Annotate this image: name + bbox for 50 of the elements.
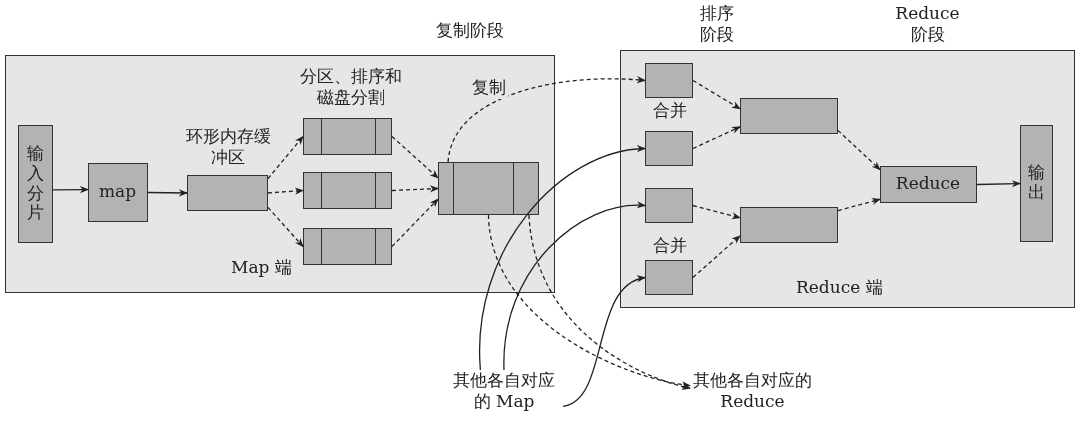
arrow <box>837 129 881 171</box>
step-label: 环形内存缓冲区 <box>185 126 271 169</box>
arrow <box>147 189 188 197</box>
input-box: 输入分片 <box>17 124 53 243</box>
arrow <box>503 202 646 371</box>
buffer-box <box>186 174 268 211</box>
merged-box <box>739 206 838 243</box>
panel-caption: Reduce 端 <box>796 276 883 299</box>
arrow <box>267 135 304 180</box>
edge-label: 复制 <box>470 76 508 99</box>
stage-panel <box>5 55 555 293</box>
source-label: 其他各自对应的 Map <box>445 370 563 422</box>
merge-box <box>644 62 693 98</box>
panel-caption: Map 端 <box>231 256 292 279</box>
arrow <box>391 135 439 179</box>
arrow <box>267 206 304 248</box>
arrow <box>391 185 439 193</box>
arrow <box>52 186 89 194</box>
arrow <box>692 79 741 110</box>
stage-heading: 排序阶段 <box>699 3 735 46</box>
output-box: 输出 <box>1019 124 1053 242</box>
merge-box <box>644 259 693 295</box>
stage-panel <box>620 50 1075 308</box>
merged-box <box>739 97 838 134</box>
stage-heading: Reduce 阶段 <box>894 3 961 46</box>
merge-box <box>644 187 693 223</box>
partition-box <box>302 227 392 265</box>
arrow <box>562 276 646 408</box>
arrow <box>692 235 741 279</box>
step-label: 分区、排序和磁盘分割 <box>298 66 403 109</box>
arrow <box>692 204 741 220</box>
step-label: 合并 <box>652 235 688 257</box>
step-label: 合并 <box>652 100 688 122</box>
merge-box <box>644 130 693 166</box>
arrow <box>976 180 1021 188</box>
arrow <box>487 214 691 388</box>
arrow <box>391 198 439 248</box>
copy-box <box>437 161 539 215</box>
arrow <box>267 187 304 195</box>
partition-box <box>302 117 392 155</box>
arrow <box>692 126 741 150</box>
arrow <box>447 76 646 163</box>
process-box: Reduce <box>879 165 977 203</box>
arrow <box>479 145 646 371</box>
target-label: 其他各自对应的 Reduce <box>690 370 815 422</box>
process-box: map <box>87 162 148 222</box>
partition-box <box>302 171 392 209</box>
arrow <box>837 197 881 212</box>
stage-heading: 复制阶段 <box>435 20 505 42</box>
arrow <box>528 214 691 390</box>
